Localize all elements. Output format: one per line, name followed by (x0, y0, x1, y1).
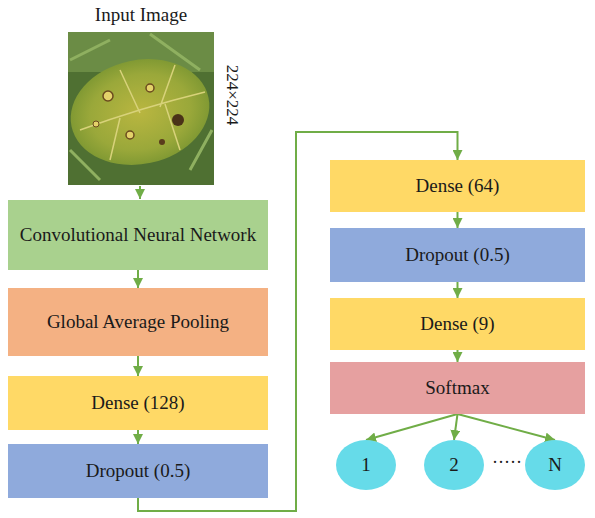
ellipsis-label: ····· (492, 452, 522, 473)
leaf-spot (159, 139, 165, 145)
leaf (61, 47, 220, 178)
leaf-spot (103, 91, 113, 101)
flow-arrow (366, 414, 458, 440)
flow-arrow (457, 282, 459, 298)
output-class-ellipse: N (525, 440, 585, 490)
layer-name: Dropout (0.5) (86, 459, 190, 483)
layer-name: 2 (449, 453, 459, 477)
layer-name: Dense (64) (416, 174, 500, 198)
layer-name: Global Average Pooling (47, 310, 229, 334)
flow-arrow (457, 350, 459, 362)
leaf-spot (126, 131, 134, 139)
leaf-photo (61, 32, 220, 185)
input-arrow (139, 186, 141, 199)
flow-arrow (137, 430, 139, 444)
layer-box: Dense (9) (330, 298, 585, 350)
layer-box: Dropout (0.5) (330, 228, 585, 282)
flow-arrow (454, 414, 458, 440)
flow-arrow (137, 270, 139, 288)
layer-name: Softmax (425, 376, 489, 400)
output-class-ellipse: 2 (424, 440, 484, 490)
layer-name: Dropout (0.5) (405, 243, 509, 267)
dimension-label: 224×224 (222, 65, 242, 126)
layer-name: Convolutional Neural Network (20, 223, 256, 247)
layer-box: Global Average Pooling (8, 288, 268, 356)
layer-box: Convolutional Neural Network (8, 200, 268, 270)
layer-name: 1 (361, 453, 371, 477)
image-title: Input Image (68, 4, 214, 26)
layer-box: Dense (64) (330, 160, 585, 212)
layer-name: Dense (128) (91, 391, 184, 415)
leaf-vein (80, 65, 205, 160)
flow-arrow (457, 212, 459, 228)
leaf-spot (93, 121, 99, 127)
layer-box: Dropout (0.5) (8, 444, 268, 498)
leaf-spot (146, 84, 154, 92)
output-class-ellipse: 1 (336, 440, 396, 490)
layer-box: Dense (128) (8, 376, 268, 430)
flow-arrow (137, 356, 139, 376)
layer-box: Softmax (330, 362, 585, 414)
layer-name: N (548, 453, 562, 477)
flow-arrow (458, 414, 556, 440)
leaf-spot (172, 114, 184, 126)
layer-name: Dense (9) (420, 312, 494, 336)
